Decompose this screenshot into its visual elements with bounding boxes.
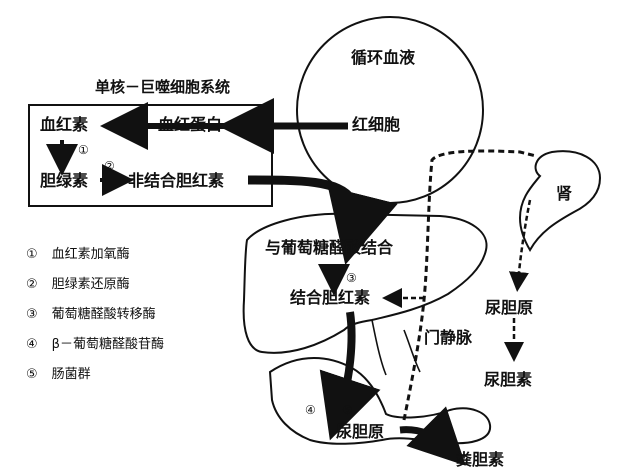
label-mono-system: 单核－巨噬细胞系统: [95, 78, 231, 96]
step-mark-3: ③: [346, 271, 357, 285]
step-mark-2: ②: [104, 159, 115, 173]
mono-system-box: [28, 104, 273, 207]
circulation-circle: [296, 16, 484, 204]
label-portal-vein: 门静脉: [424, 328, 473, 347]
bile-duct-line: [371, 319, 387, 376]
kidney-outline: [518, 150, 602, 252]
label-urobilinogen-kidney: 尿胆原: [485, 298, 534, 317]
legend-text: 肠菌群: [51, 367, 91, 382]
legend-num: ①: [26, 247, 38, 262]
legend-text: 胆绿素还原酶: [51, 277, 130, 292]
legend-item: ⑤ 肠菌群: [26, 368, 91, 381]
bilirubin-to-liver-arrow: [247, 175, 398, 265]
step-mark-4: ④: [305, 403, 316, 417]
legend-item: ② 胆绿素还原酶: [26, 278, 130, 291]
label-conj-bilirubin: 结合胆红素: [290, 288, 371, 307]
legend-item: ③ 葡萄糖醛酸转移酶: [26, 308, 156, 321]
step-mark-5: ⑤: [342, 403, 353, 417]
label-hemoglobin: 血红蛋白: [158, 115, 223, 134]
label-biliverdin: 胆绿素: [40, 171, 89, 190]
label-unconj-bilirubin: 非结合胆红素: [128, 171, 225, 190]
legend-text: 血红素加氧酶: [51, 247, 130, 262]
legend-num: ⑤: [26, 367, 38, 382]
label-heme: 血红素: [40, 115, 89, 134]
label-red-cell: 红细胞: [352, 115, 401, 134]
label-urobilin: 尿胆素: [484, 370, 533, 389]
portal-return-dashed: [402, 149, 537, 421]
legend-num: ④: [26, 337, 38, 352]
conj-to-gut-arrow: [319, 311, 381, 441]
legend-text: β－葡萄糖醛酸苷酶: [51, 337, 164, 352]
legend-num: ②: [26, 277, 38, 292]
liver-outline: [242, 212, 488, 354]
label-circulation: 循环血液: [351, 48, 416, 67]
kidney-to-urobilinogen-dashed: [508, 199, 532, 292]
duct-line-2: [403, 329, 421, 373]
legend-num: ③: [26, 307, 38, 322]
label-urobilinogen-gut: 尿胆原: [336, 422, 385, 441]
step-mark-1: ①: [78, 143, 89, 157]
legend-item: ④ β－葡萄糖醛酸苷酶: [26, 338, 164, 351]
label-stercobilin: 粪胆素: [456, 450, 505, 469]
legend-text: 葡萄糖醛酸转移酶: [51, 307, 156, 322]
legend-item: ① 血红素加氧酶: [26, 248, 130, 261]
label-kidney: 肾: [556, 184, 573, 203]
label-glucuronide: 与葡萄糖醛酸结合: [265, 238, 394, 257]
uro-to-sterco-arrow: [399, 406, 466, 466]
